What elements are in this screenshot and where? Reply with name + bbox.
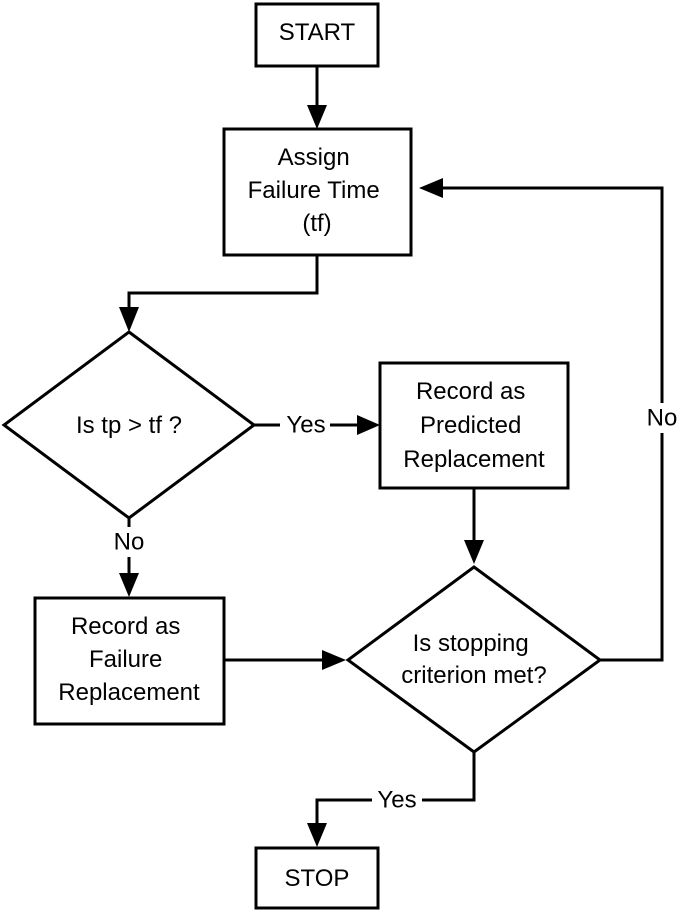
node-decision-stop-diamond bbox=[345, 565, 603, 754]
node-failure-line-1: Record as bbox=[71, 613, 180, 640]
arrow-head bbox=[419, 178, 443, 198]
edge-label-background bbox=[280, 410, 330, 440]
edge-stop-decision-yes: Yes bbox=[307, 752, 476, 847]
node-predicted-label: Record as Predicted Replacement bbox=[403, 378, 545, 473]
node-assign-line-3: (tf) bbox=[302, 210, 331, 237]
node-stop-label: STOP bbox=[285, 865, 350, 892]
node-assign-line-1: Assign bbox=[278, 144, 350, 171]
edge-label-yes: Yes bbox=[377, 787, 416, 814]
node-predicted-line-1: Record as bbox=[416, 378, 525, 405]
node-failure-line-2: Failure bbox=[89, 646, 162, 673]
node-decision-tp-line-1: Is tp > tf ? bbox=[76, 412, 182, 439]
edge-stop-decision-no: No bbox=[419, 178, 684, 662]
arrow-head bbox=[119, 307, 139, 332]
edge-label-no: No bbox=[114, 529, 145, 556]
node-start-label: START bbox=[279, 19, 356, 46]
edge-label-background bbox=[105, 527, 153, 557]
edge-assign-to-decision bbox=[119, 255, 319, 332]
arrow-head bbox=[119, 573, 139, 597]
node-decision-tp-diamond bbox=[1, 330, 257, 520]
node-decision-tp-tf: Is tp > tf ? bbox=[1, 330, 257, 520]
node-stop-line-1: STOP bbox=[285, 865, 350, 892]
node-predicted-line-2: Predicted bbox=[420, 412, 521, 439]
arrow-head bbox=[464, 540, 484, 564]
node-assign-failure-time: Assign Failure Time (tf) bbox=[222, 127, 413, 257]
node-predicted-line-3: Replacement bbox=[403, 446, 545, 473]
node-assign-line-2: Failure Time bbox=[248, 177, 380, 204]
node-stop-box bbox=[254, 846, 380, 910]
node-decision-stopping: Is stopping criterion met? bbox=[345, 565, 603, 754]
node-failure-box bbox=[33, 596, 226, 726]
node-failure-line-3: Replacement bbox=[58, 679, 200, 706]
edge-predicted-to-stop-decision bbox=[464, 488, 484, 564]
edge-label-background bbox=[372, 786, 422, 814]
edge-decision-no: No bbox=[105, 518, 153, 597]
node-decision-tp-label: Is tp > tf ? bbox=[76, 412, 182, 439]
edge-start-to-assign bbox=[307, 66, 327, 129]
edge-line bbox=[127, 255, 319, 312]
arrow-head bbox=[307, 823, 327, 847]
node-decision-stop-line-1: Is stopping bbox=[413, 630, 529, 657]
edge-label-yes: Yes bbox=[286, 412, 325, 439]
node-stop: STOP bbox=[254, 846, 380, 910]
node-assign-label: Assign Failure Time (tf) bbox=[248, 144, 387, 237]
node-predicted-box bbox=[378, 361, 570, 490]
node-failure-label: Record as Failure Replacement bbox=[58, 613, 200, 706]
edge-label-background bbox=[640, 403, 684, 433]
arrow-head bbox=[357, 415, 380, 435]
node-decision-stop-label: Is stopping criterion met? bbox=[401, 630, 546, 689]
node-record-failure: Record as Failure Replacement bbox=[33, 596, 226, 726]
arrow-head bbox=[322, 650, 346, 670]
node-decision-stop-line-2: criterion met? bbox=[401, 662, 546, 689]
edge-failure-to-stop-decision bbox=[224, 650, 346, 670]
arrow-head bbox=[307, 105, 327, 129]
node-record-predicted: Record as Predicted Replacement bbox=[378, 361, 570, 490]
edge-label-no: No bbox=[647, 405, 678, 432]
node-start-box bbox=[254, 2, 380, 68]
node-start-line-1: START bbox=[279, 19, 356, 46]
node-start: START bbox=[254, 2, 380, 68]
edge-decision-yes: Yes bbox=[254, 410, 380, 440]
node-assign-box bbox=[222, 127, 413, 257]
